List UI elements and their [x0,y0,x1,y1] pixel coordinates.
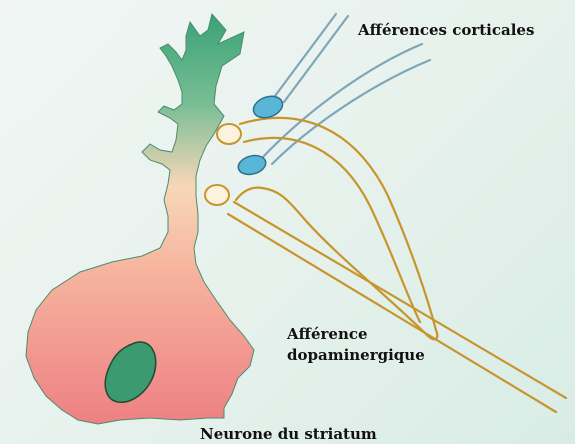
dopaminergic-bouton-upper [217,124,241,144]
dopaminergic-bouton-lower [205,185,229,205]
label-dopaminergic-afferent-line1: Afférence [287,324,368,344]
cortical-fibre-1 [272,14,336,100]
dopaminergic-fibre-outer [228,214,556,412]
cortical-fibre-2-return [272,60,430,164]
dopaminergic-afferent [228,118,566,412]
striatal-neuron [26,14,254,424]
label-cortical-afferents: Afférences corticales [358,20,534,40]
dopaminergic-fibre-loop-outer [236,118,437,339]
label-striatal-neuron: Neurone du striatum [200,424,377,444]
dopaminergic-fibre-inner [234,202,566,398]
label-dopaminergic-afferent-line2: dopaminergique [287,345,425,365]
dopaminergic-fibre-loop-inner [244,138,420,322]
cortical-fibre-1-return [284,16,348,102]
